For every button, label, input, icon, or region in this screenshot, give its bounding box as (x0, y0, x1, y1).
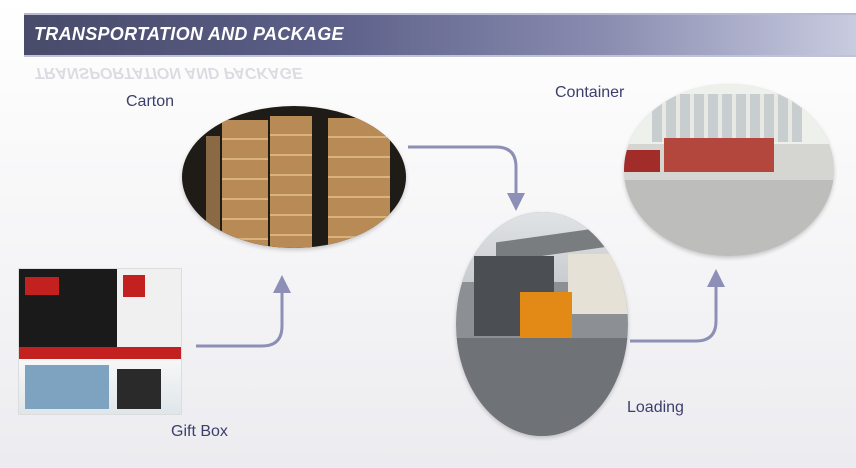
arrow-carton-to-loading (408, 145, 525, 211)
page-title: TRANSPORTATION AND PACKAGE (34, 24, 344, 44)
gift-box-photo (18, 268, 182, 415)
banner-highlight (24, 15, 344, 55)
arrow-loading-to-container (630, 269, 725, 343)
carton-photo (182, 106, 406, 248)
header-banner: TRANSPORTATION AND PACKAGE (24, 13, 856, 57)
loading-label: Loading (627, 399, 684, 416)
loading-photo (456, 212, 628, 436)
gift-box-label: Gift Box (171, 423, 228, 440)
carton-label: Carton (126, 93, 175, 110)
arrow-gift-to-carton (196, 275, 291, 348)
container-label: Container (555, 84, 625, 101)
container-photo (624, 84, 834, 256)
